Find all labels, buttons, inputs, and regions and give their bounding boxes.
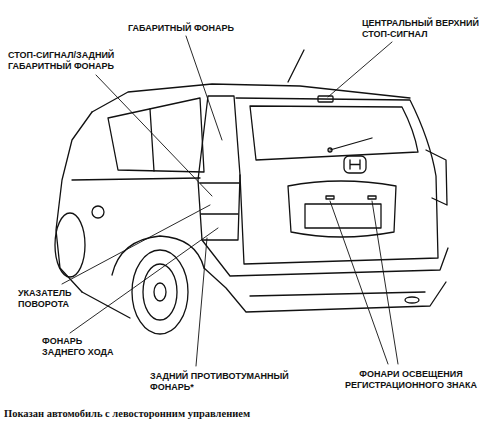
hub <box>154 283 166 301</box>
rear-rim <box>143 264 177 320</box>
plate-lamp <box>368 196 376 199</box>
part-label: ФОНАРЬ ЗАДНЕГО ХОДА <box>42 336 122 358</box>
leader-line <box>70 228 218 333</box>
emblem-mark <box>350 160 360 169</box>
caption: Показан автомобиль с левосторонним управ… <box>4 407 250 420</box>
front-body <box>56 112 92 292</box>
rear-wheel <box>132 250 188 334</box>
bumper-top <box>202 240 448 276</box>
emblem <box>344 156 366 173</box>
part-label: ФОНАРИ ОСВЕЩЕНИЯ РЕГИСТРАЦИОННОГО ЗНАКА <box>328 369 494 391</box>
fuel-lid <box>92 206 104 218</box>
exhaust <box>405 297 419 303</box>
lamp-divider <box>200 182 239 183</box>
plate-lamp <box>326 196 334 199</box>
lamp-divider <box>201 213 238 214</box>
part-label: ЦЕНТРАЛЬНЫЙ ВЕРХНИЙ СТОП-СИГНАЛ <box>362 18 490 40</box>
antenna <box>288 50 304 82</box>
license-plate <box>305 204 381 228</box>
belt-line <box>72 178 200 180</box>
plate-recess <box>288 181 396 237</box>
leader-line <box>372 201 398 364</box>
part-label: УКАЗАТЕЛЬ ПОВОРОТА <box>18 288 90 310</box>
side-window <box>108 98 204 172</box>
leader-line <box>62 205 210 284</box>
bumper-trim <box>250 292 425 296</box>
part-label: ГАБАРИТНЫЙ ФОНАРЬ <box>128 23 258 34</box>
tailgate <box>236 98 438 264</box>
front-wheel <box>55 213 85 277</box>
pillar <box>150 109 154 171</box>
leader-line <box>96 75 212 196</box>
tail-lamp-right <box>426 150 447 205</box>
part-label: ЗАДНИЙ ПРОТИВОТУМАННЫЙ ФОНАРЬ* <box>150 371 300 393</box>
high-stop-lamp <box>318 96 333 102</box>
wiper-pivot <box>328 148 332 152</box>
wiper <box>330 138 372 150</box>
leader-lines <box>62 36 398 366</box>
rear-window <box>250 106 418 160</box>
leader-line <box>186 36 222 140</box>
part-label: СТОП-СИГНАЛ/ЗАДНИЙ ГАБАРИТНЫЙ ФОНАРЬ <box>8 50 126 72</box>
leader-line <box>196 238 207 366</box>
wheel-arch <box>112 236 204 275</box>
tail-lamp <box>198 96 240 240</box>
bumper-bottom <box>204 268 446 312</box>
leader-line <box>330 201 388 364</box>
leader-line <box>328 42 392 97</box>
